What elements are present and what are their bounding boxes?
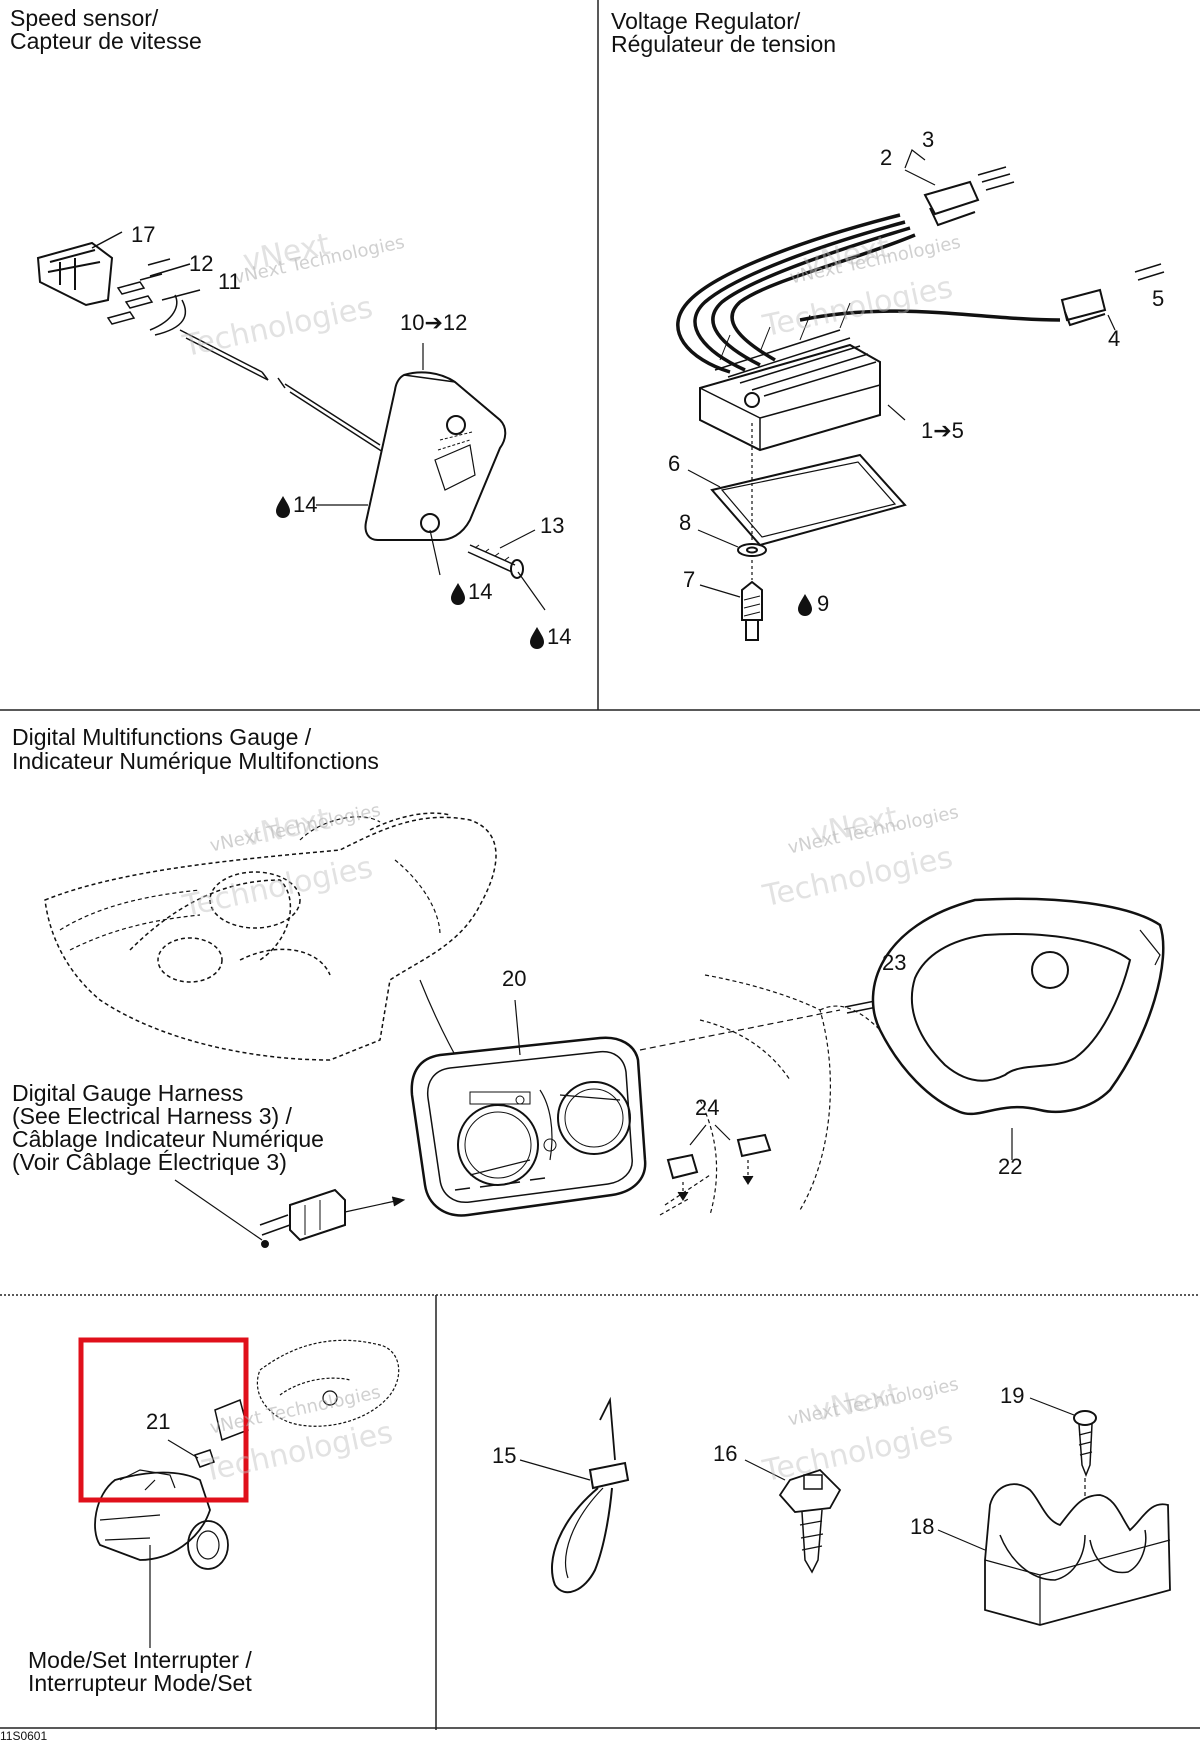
mode-set-label-2: Interrupteur Mode/Set [28,1670,252,1696]
callout-5: 5 [1152,286,1165,311]
callout-21: 21 [146,1409,171,1434]
callout-8: 8 [679,510,692,535]
callout-14: 14 [293,492,318,517]
callout-13: 13 [540,513,565,538]
callout-1-5: 1➔5 [921,418,964,443]
callout-16: 16 [713,1441,738,1466]
callout-11: 11 [218,269,241,294]
callout-14: 14 [468,579,493,604]
callout-18: 18 [910,1514,935,1539]
callout-6: 6 [668,451,681,476]
callout-15: 15 [492,1443,517,1468]
speed-sensor-title-fr: Capteur de vitesse [10,28,202,54]
voltage-regulator-title-en: Voltage Regulator/ [611,8,801,34]
callout-23: 23 [882,950,907,975]
speed-sensor-drawing [36,231,546,611]
harness-label-3: Câblage Indicateur Numérique [12,1126,324,1152]
highlight-box [78,1337,249,1503]
harness-label-1: Digital Gauge Harness [12,1080,244,1106]
figure-code: 11S0601 [0,1729,48,1743]
callout-9: 9 [817,591,830,616]
harness-label-2: (See Electrical Harness 3) / [12,1103,292,1129]
callout-3: 3 [922,127,935,152]
mode-set-label-1: Mode/Set Interrupter / [28,1647,252,1673]
sealant-drop-icon [451,583,465,605]
sealant-drop-icon [276,496,290,518]
callout-24: 24 [695,1095,720,1120]
callout-4: 4 [1108,326,1121,351]
voltage-regulator-drawing [676,149,1165,641]
gauge-title-en: Digital Multifunctions Gauge / [12,724,312,750]
callout-10-12: 10➔12 [400,310,468,335]
harness-label-4: (Voir Câblage Électrique 3) [12,1149,287,1175]
speed-sensor-title-en: Speed sensor/ [10,5,159,31]
sealant-drop-icon [798,594,812,616]
hardware-drawing [519,1396,1171,1626]
gauge-drawing [44,812,1165,1248]
callout-19: 19 [1000,1383,1025,1408]
sealant-drop-icon [530,627,544,649]
gauge-title-fr: Indicateur Numérique Multifonctions [12,748,379,774]
callout-20: 20 [502,966,527,991]
callout-14: 14 [547,624,572,649]
callout-2: 2 [880,145,893,170]
voltage-regulator-title-fr: Régulateur de tension [611,31,837,57]
callout-22: 22 [998,1154,1023,1179]
callout-17: 17 [131,222,156,247]
callout-12: 12 [189,251,214,276]
callout-7: 7 [683,567,696,592]
